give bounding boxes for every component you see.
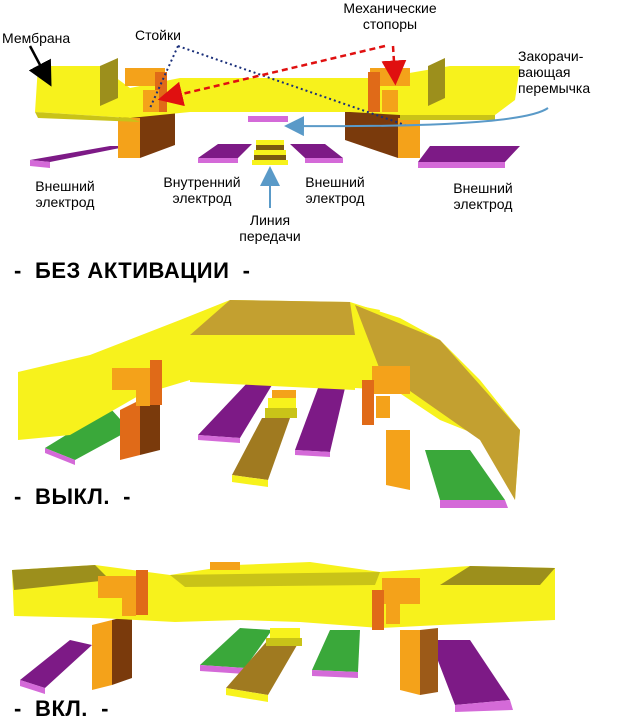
on-outer-electrode-right — [430, 640, 510, 705]
label-mech-stoppers: Механические стопоры — [343, 0, 437, 32]
off-inner-electrode-right — [295, 388, 345, 452]
label-shorting-bridge: Закорачи- вающая перемычка — [518, 48, 591, 96]
off-post-left — [120, 400, 140, 460]
inner-electrode-left — [198, 144, 252, 158]
off-outer-electrode-left — [45, 408, 130, 460]
label-outer-electrode-mid: Внешний электрод — [305, 174, 365, 206]
panel-no-activation — [28, 44, 549, 208]
on-mech-stopper-left — [98, 570, 148, 616]
on-transmission-line — [226, 628, 302, 702]
on-post-left — [92, 620, 112, 690]
leader-shorting-bridge — [284, 107, 549, 137]
on-mech-stopper-right — [372, 578, 420, 630]
state-no-activation: - БЕЗ АКТИВАЦИИ - — [14, 258, 251, 283]
outer-electrode-left — [30, 146, 130, 162]
off-transmission-line — [232, 390, 297, 487]
inner-electrode-right — [290, 144, 343, 158]
off-inner-electrode-left — [198, 380, 272, 438]
state-off: - ВЫКЛ. - — [14, 484, 132, 509]
panel-on — [12, 562, 555, 712]
leader-stopper-right — [381, 45, 407, 86]
label-outer-electrode-left: Внешний электрод — [35, 178, 95, 210]
transmission-line — [252, 140, 288, 165]
label-posts: Стойки — [135, 27, 181, 43]
on-post-right — [400, 630, 420, 695]
label-membrane: Мембрана — [2, 30, 71, 46]
off-outer-electrode-right — [425, 450, 505, 500]
leader-posts-left — [149, 45, 179, 109]
label-outer-electrode-right: Внешний электрод — [453, 180, 513, 212]
leader-posts-right — [177, 45, 406, 126]
outer-electrode-right — [418, 146, 520, 162]
off-mech-stopper-left — [112, 360, 162, 406]
state-on: - ВКЛ. - — [14, 696, 109, 721]
on-inner-electrode-left — [200, 628, 272, 668]
shorting-bridge — [248, 116, 288, 122]
off-mech-stopper-right — [362, 366, 410, 425]
label-inner-electrode: Внутренний электрод — [163, 174, 241, 206]
on-outer-electrode-left — [20, 640, 92, 688]
leader-membrane — [28, 45, 52, 87]
panel-off — [18, 300, 520, 508]
off-post-right — [386, 430, 410, 490]
on-inner-electrode-right — [312, 630, 360, 672]
leader-stopper-left — [157, 44, 386, 107]
label-transmission-line: Линия передачи — [239, 212, 301, 244]
